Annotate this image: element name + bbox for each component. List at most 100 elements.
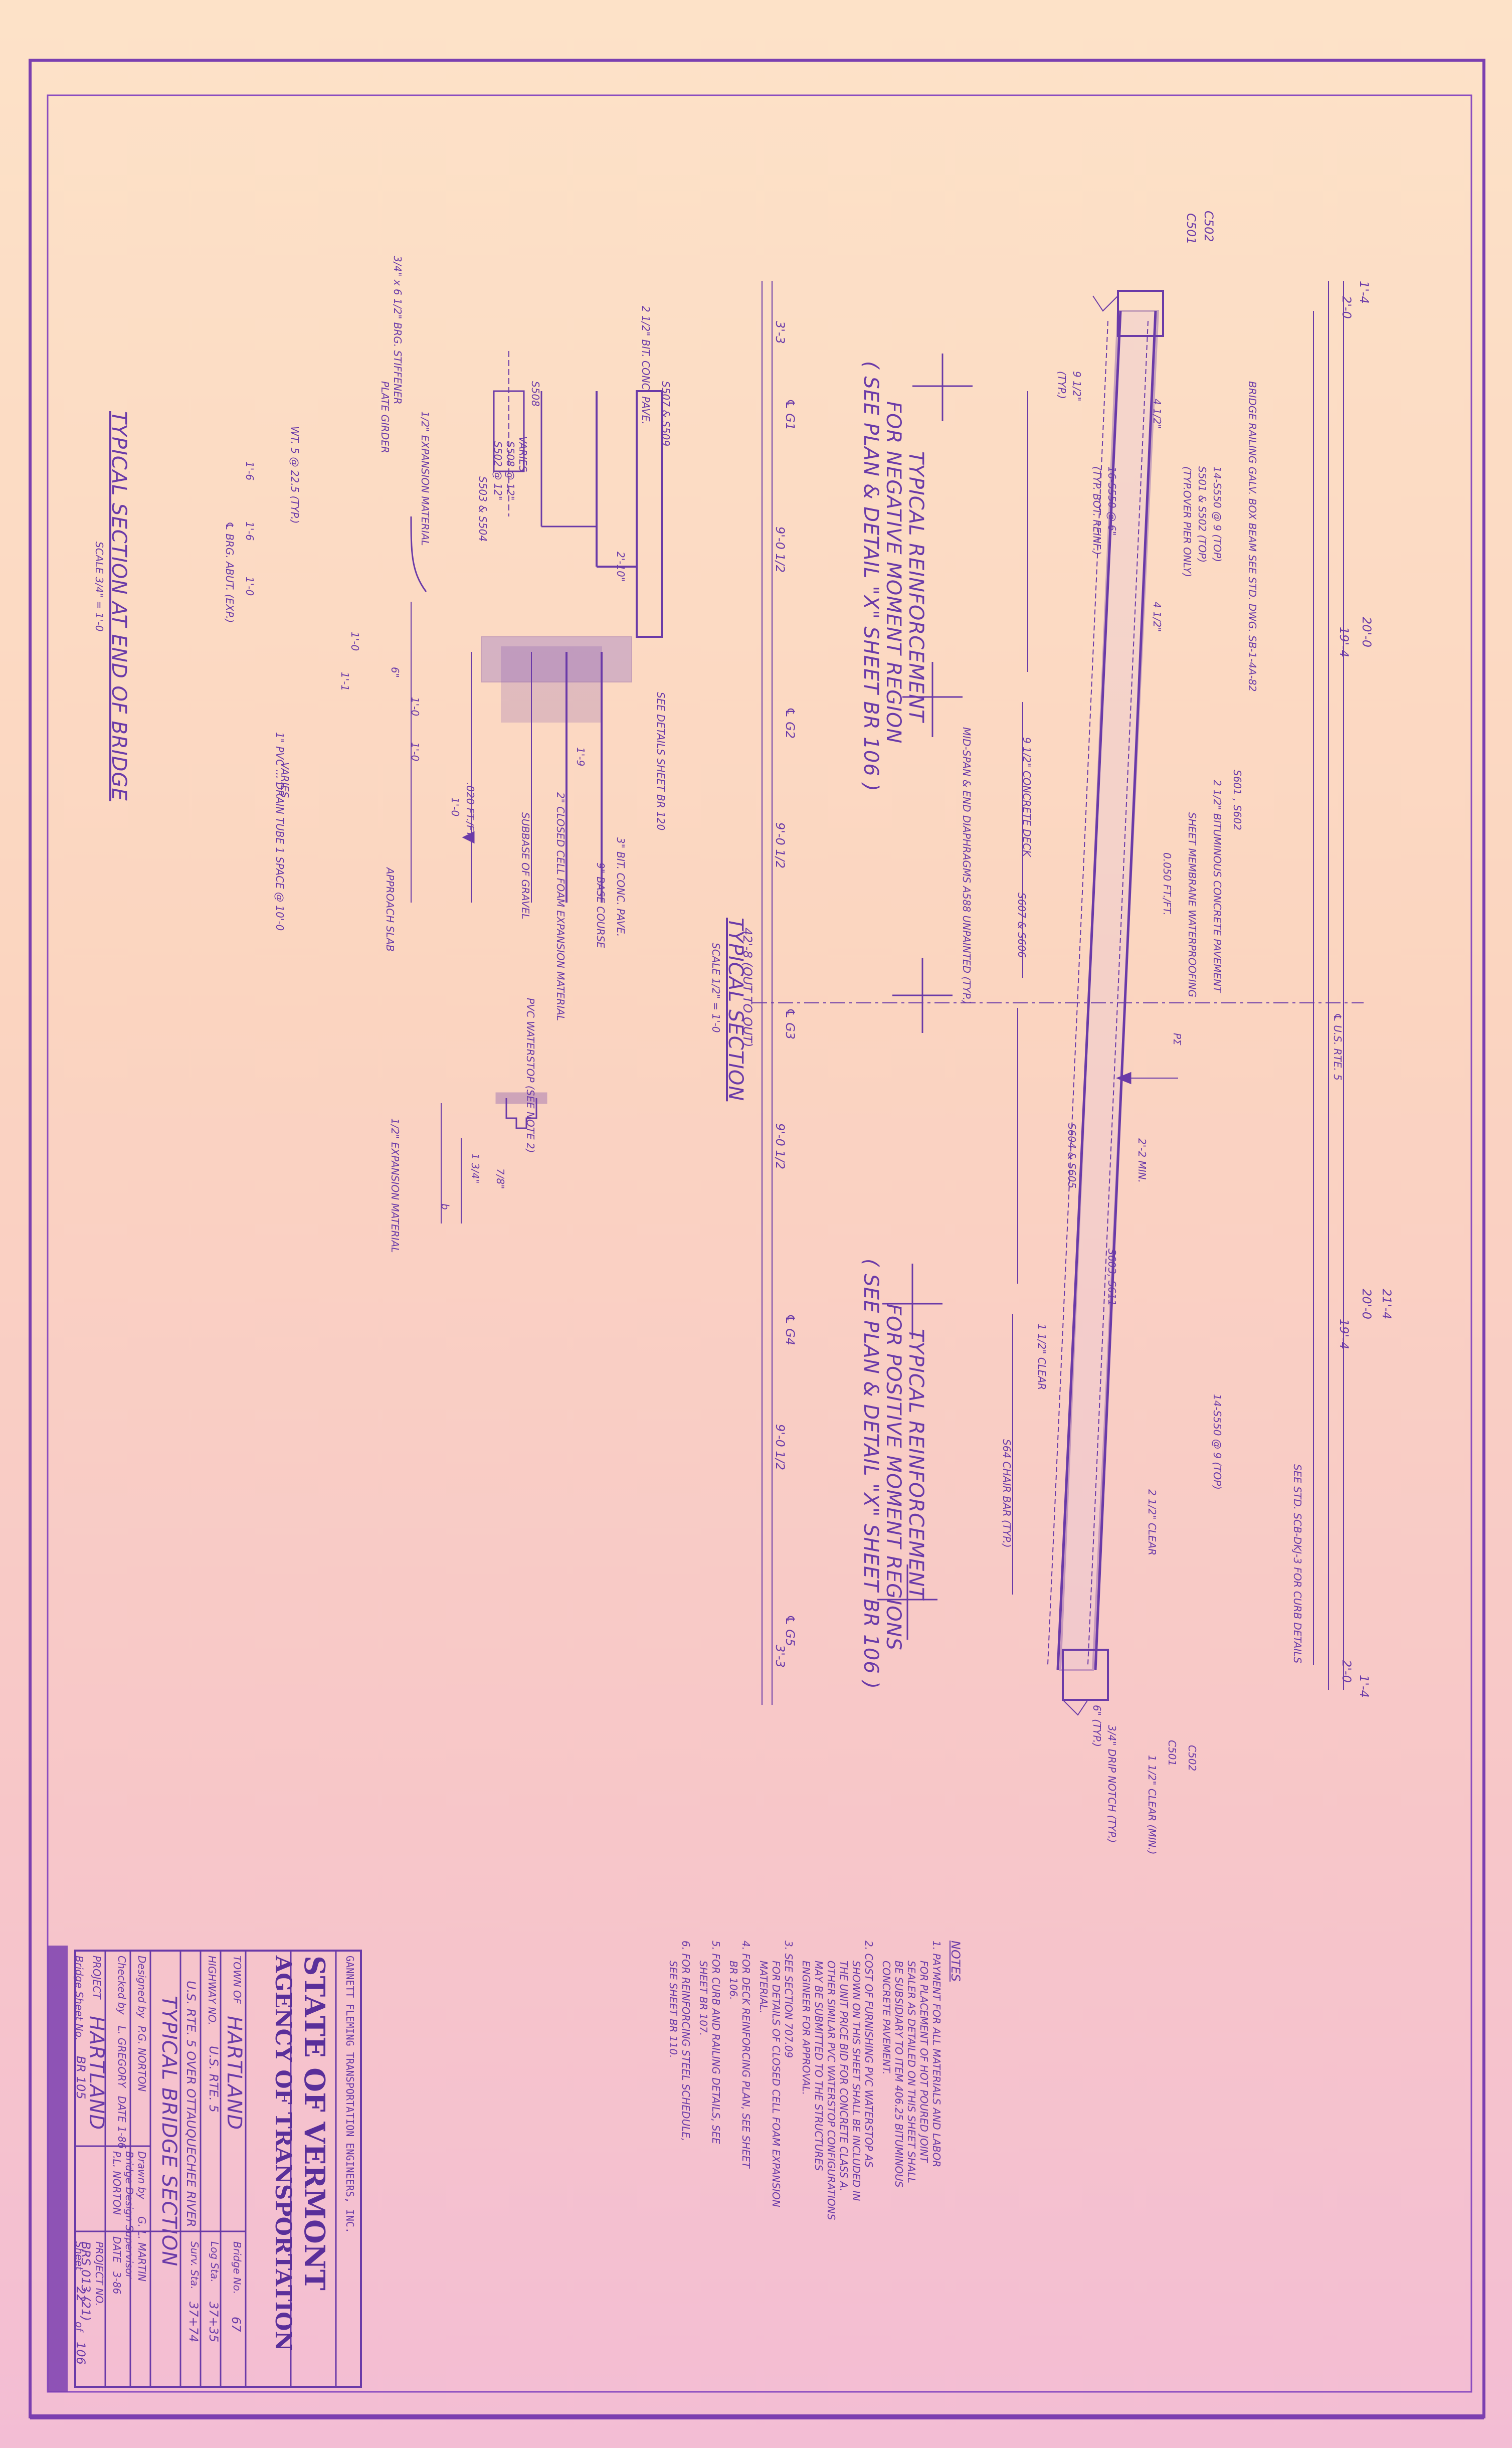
note-1d: BE SUBSIDIARY TO ITEM 406.25 BITUMINOUS: [893, 1961, 905, 2188]
diaphragm-note: MID-SPAN & END DIAPHRAGMS A588 UNPAINTED…: [961, 727, 973, 1005]
c501-bottom: C501: [1166, 1740, 1178, 1767]
town-label: TOWN OF: [231, 1956, 243, 2004]
end-section-title: TYPICAL SECTION AT END OF BRIDGE: [107, 411, 130, 801]
span-2: 9'-0 1/2: [773, 527, 787, 573]
dim-1-4-left: 1'-4: [1357, 281, 1371, 304]
note-5b: SHEET BR 107.: [697, 1961, 709, 2036]
dim-1-6-b: 1'-6: [244, 521, 256, 541]
dim-2-0-right: 2'-0: [1340, 1660, 1354, 1683]
neg-ref: ( SEE PLAN & DETAIL "X" SHEET BR 106 ): [859, 361, 882, 792]
date-1: 1-86: [116, 2126, 128, 2149]
neg-title: TYPICAL REINFORCEMENT: [904, 451, 927, 723]
typ-label: (TYP.): [1056, 371, 1068, 399]
designed-by: P.G. NORTON: [136, 2026, 148, 2092]
label-c501-top: C501: [1184, 213, 1198, 245]
log-sta-label: Log Sta.: [209, 2241, 221, 2283]
typ-bot: (TYP. BOT. REINF.): [1091, 466, 1103, 555]
see-details: SEE DETAILS SHEET BR 120: [655, 692, 667, 831]
s550-top: 14-S550 @ 9 (TOP): [1211, 466, 1223, 562]
bit-conc: 2 1/2" BITUMINOUS CONCRETE PAVEMENT: [1211, 780, 1223, 993]
dim-2-2: 2'-2 MIN.: [1136, 1138, 1148, 1183]
surv-sta-label: Surv. Sta.: [188, 2241, 201, 2290]
dim-4-2: 4 1/2": [1151, 602, 1163, 632]
dim-19-4: 19'-4: [1337, 627, 1351, 658]
note-2d: OTHER SIMILAR PVC WATERSTOP CONFIGURATIO…: [825, 1961, 837, 2220]
pvc-waterstop: PVC WATERSTOP (SEE NOTE 2): [524, 998, 536, 1153]
dim-1-0-c: 1'-0: [449, 797, 461, 817]
concrete-deck: 9 1/2" CONCRETE DECK: [1021, 737, 1033, 857]
span-6: 3'-3: [773, 1645, 787, 1668]
s550-bottom: 16-S550 @ 6": [1106, 466, 1118, 536]
span-5: 9'-0 1/2: [773, 1424, 787, 1471]
right-curb: [1062, 1649, 1109, 1701]
firm-name: GANNETT FLEMING TRANSPORTATION ENGINEERS…: [344, 1956, 356, 2233]
span-3: 9'-0 1/2: [773, 822, 787, 869]
sheet-number: 22: [74, 2287, 88, 2302]
highway-label: HIGHWAY NO.: [206, 1956, 218, 2025]
slope-label: 0.050 FT./FT.: [1161, 852, 1173, 916]
date-1-label: DATE: [116, 2096, 128, 2123]
expansion-material-2: 1/2" EXPANSION MATERIAL: [389, 1118, 401, 1253]
town-value: HARTLAND: [223, 2016, 246, 2131]
us-rte-cl: ℄ U.S. RTE. 5: [1332, 1013, 1344, 1081]
note-4: 4. FOR DECK REINFORCING PLAN, SEE SHEET: [740, 1941, 752, 2168]
typical-section-scale: SCALE 1/2" = 1'-0: [710, 943, 722, 1033]
dim-1-1: 1'-1: [339, 672, 351, 691]
bridge-no: 67: [229, 2317, 243, 2332]
dim-1-0-d: 1'-0: [409, 742, 421, 762]
checked-label: Checked by: [116, 1956, 128, 2015]
plate-girder: PLATE GIRDER: [379, 381, 391, 453]
inner-border: [47, 94, 1472, 2393]
bridge-no-label: Bridge No.: [231, 2241, 243, 2295]
span-1: 3'-3: [773, 321, 787, 344]
outer-border: [29, 59, 1485, 2418]
girder-g4: ℄ G4: [783, 1314, 797, 1346]
s508-12: S508 @ 12": [504, 441, 516, 501]
design-sup-label: Bridge Design Supervisor: [123, 2151, 135, 2279]
dim-6: 6": [389, 667, 401, 678]
over-pier: (TYP.OVER PIER ONLY): [1181, 466, 1193, 578]
note-3c: MATERIAL.: [758, 1961, 770, 2014]
designed-label: Designed by: [136, 1956, 148, 2018]
total-sheets: 106: [74, 2342, 88, 2365]
slope-2: .020 FT./FT.: [464, 782, 476, 839]
railing-note: BRIDGE RAILING GALV. BOX BEAM SEE STD. D…: [1246, 381, 1258, 692]
girder-g2: ℄ G2: [783, 707, 797, 739]
wt-label: WT. 5 @ 22.5 (TYP.): [289, 426, 301, 524]
span-4: 9'-0 1/2: [773, 1123, 787, 1170]
end-section-scale: SCALE 3/4" = 1'-0: [93, 542, 105, 632]
s501-s502: S501 & S502 (TOP): [1196, 466, 1208, 563]
notes-heading: NOTES: [949, 1941, 963, 1982]
surv-sta: 37+74: [186, 2302, 201, 2343]
varies: VARIES: [517, 436, 529, 472]
see-std-curb: SEE STD. SCB-DKJ-3 FOR CURB DETAILS: [1291, 1464, 1303, 1664]
note-2c: THE UNIT PRICE BID FOR CONCRETE CLASS A.: [838, 1961, 850, 2192]
subbase: SUBBASE OF GRAVEL: [519, 812, 531, 920]
dim-1-6: 1'-6: [244, 461, 256, 481]
pos-sub: FOR POSITIVE MOMENT REGIONS: [882, 1304, 905, 1651]
neg-sub: FOR NEGATIVE MOMENT REGION: [882, 401, 905, 744]
label-c502-top: C502: [1202, 211, 1216, 242]
bit-conc-3: 3" BIT. CONC. PAVE.: [615, 837, 627, 937]
drain-tube: 1" PVC ... DRAIN TUBE 1 SPACE @ 10'-0: [274, 732, 286, 931]
closed-cell-foam: [501, 646, 602, 723]
closed-cell-foam-label: 2" CLOSED CELL FOAM EXPANSION MATERIAL: [554, 792, 566, 1021]
s507-s509: S507 & S509: [660, 381, 672, 447]
note-5: 5. FOR CURB AND RAILING DETAILS, SEE: [710, 1941, 722, 2144]
dim-21-4: 21'-4: [1380, 1289, 1394, 1320]
expansion-material: [481, 636, 632, 682]
bridge-sheet: BR 105: [74, 2056, 88, 2100]
dim-1-3-4: 1 3/4": [469, 1153, 481, 1184]
bit-pave: 2 1/2" BIT. CONC. PAVE.: [640, 306, 652, 425]
s603-s611: S603, S611: [1106, 1249, 1118, 1306]
dim-2-10: 2'-10": [615, 552, 627, 582]
expansion-material: 1/2" EXPANSION MATERIAL: [419, 411, 431, 546]
drawn-label: Drawn by: [136, 2151, 148, 2199]
dim-1-0-b: 1'-0: [349, 632, 361, 651]
brg-stiffener: 3/4" x 6 1/2" BRG. STIFFENER: [392, 256, 404, 405]
note-3b: FOR DETAILS OF CLOSED CELL FOAM EXPANSIO…: [770, 1961, 782, 2207]
chair-bar: S64 CHAIR BAR (TYP.): [1001, 1439, 1013, 1548]
note-6: 6. FOR REINFORCING STEEL SCHEDULE,: [680, 1941, 692, 2142]
date-2-label: DATE: [111, 2236, 123, 2263]
note-3: 3. SEE SECTION 707.09: [783, 1941, 795, 2058]
